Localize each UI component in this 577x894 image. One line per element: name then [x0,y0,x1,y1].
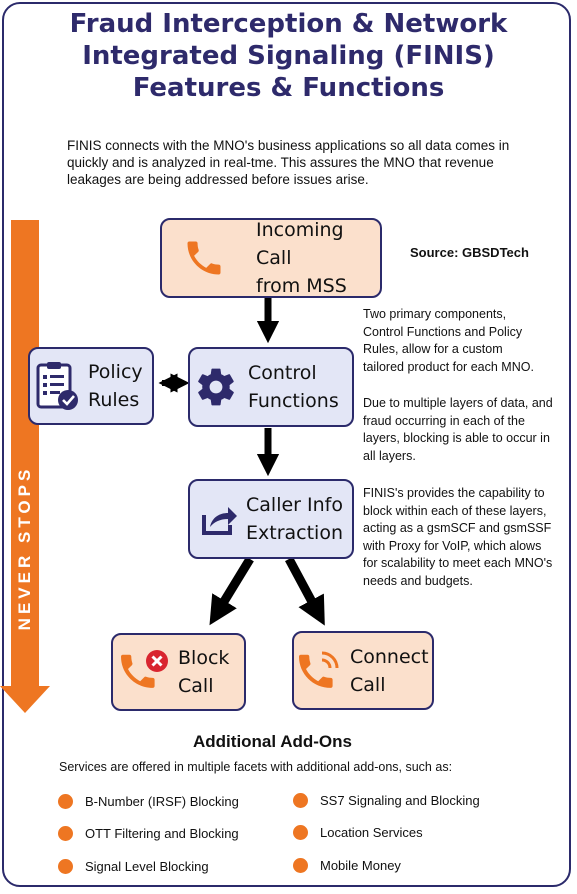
incoming-call-box: Incoming Call from MSS [160,218,382,298]
incoming-call-line-1: Incoming Call [256,219,344,269]
block-call-line-1: Block [178,647,230,669]
caller-info-line-2: Extraction [246,522,343,544]
page-title: Fraud Interception & Network Integrated … [0,8,577,104]
phone-blocked-icon [121,650,168,688]
clipboard-check-icon [36,362,78,410]
phone-icon [187,241,221,275]
never-stops-arrow-head [0,686,50,713]
control-functions-box: Control Functions [188,347,354,427]
never-stops-label: NEVER STOPS [15,465,34,631]
addon-item-label: OTT Filtering and Blocking [85,826,239,841]
caller-info-box: Caller Info Extraction [188,479,354,559]
page-frame [2,2,571,887]
source-label: Source: GBSDTech [410,245,529,260]
addon-item: OTT Filtering and Blocking [58,826,239,841]
addon-item-label: Signal Level Blocking [85,859,209,874]
gear-icon [198,368,234,406]
addon-item: B-Number (IRSF) Blocking [58,794,239,809]
layers-description: Due to multiple layers of data, and frau… [363,396,553,463]
policy-rules-line-1: Policy [88,361,143,383]
incoming-call-line-2: from MSS [256,275,347,297]
bullet-dot [58,794,73,809]
addon-item-label: B-Number (IRSF) Blocking [85,794,239,809]
addons-description: Services are offered in multiple facets … [59,760,453,774]
control-functions-line-1: Control [248,362,317,384]
connect-call-box: Connect Call [292,631,434,710]
control-functions-line-2: Functions [248,390,339,412]
addon-item: Signal Level Blocking [58,859,209,874]
caller-info-line-1: Caller Info [246,494,343,516]
addon-item: Mobile Money [293,858,401,873]
title-line-2: Integrated Signaling (FINIS) [82,41,495,71]
share-icon [202,507,237,535]
addon-item-label: SS7 Signaling and Blocking [320,793,480,808]
bullet-dot [58,859,73,874]
phone-ringing-icon [299,651,339,688]
bullet-dot [58,826,73,841]
addon-item: Location Services [293,825,423,840]
bullet-dot [293,793,308,808]
block-call-box: Block Call [111,633,246,711]
addons-title: Additional Add-Ons [193,732,352,751]
bullet-dot [293,858,308,873]
title-line-1: Fraud Interception & Network [69,9,508,39]
block-call-line-2: Call [178,675,214,697]
addon-item: SS7 Signaling and Blocking [293,793,480,808]
title-line-3: Features & Functions [132,73,445,103]
components-description: Two primary components, Control Function… [363,307,534,374]
never-stops-arrow [11,220,39,688]
bullet-dot [293,825,308,840]
connect-call-line-1: Connect [350,645,429,668]
addon-item-label: Mobile Money [320,858,401,873]
connect-call-line-2: Call [350,673,386,696]
policy-rules-line-2: Rules [88,389,140,411]
capability-description: FINIS's provides the capability to block… [363,486,553,588]
addon-item-label: Location Services [320,825,423,840]
policy-rules-box: Policy Rules [28,347,154,425]
intro-text: FINIS connects with the MNO's business a… [67,138,510,187]
